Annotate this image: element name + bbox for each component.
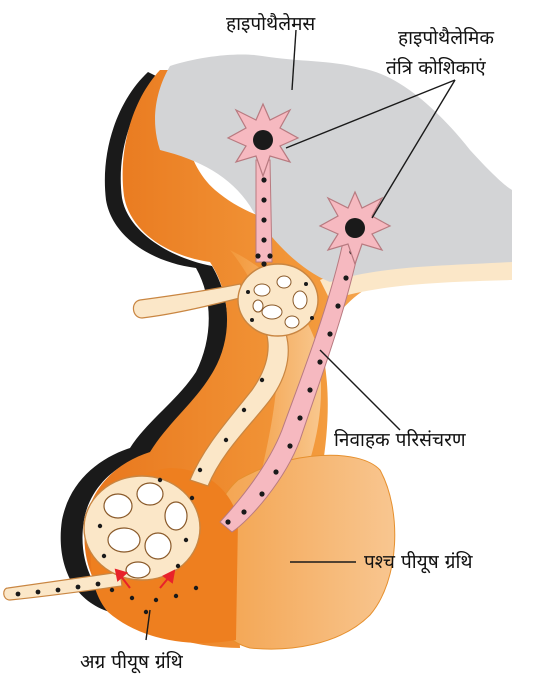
label-hypothalamic-neurons-line2: तंत्रि कोशिकाएं (386, 56, 486, 79)
label-hypothalamus: हाइपोथैलेमस (226, 12, 316, 35)
neuron-axon-1 (256, 160, 272, 262)
label-hypothalamic-neurons-line1: हाइपोथैलेमिक (398, 26, 494, 49)
primary-capillary-plexus (238, 264, 318, 336)
label-anterior-pituitary: अग्र पीयूष ग्रंथि (80, 650, 184, 674)
label-portal-circulation: निवाहक परिसंचरण (334, 428, 466, 451)
label-posterior-pituitary: पश्च पीयूष ग्रंथि (364, 550, 473, 574)
